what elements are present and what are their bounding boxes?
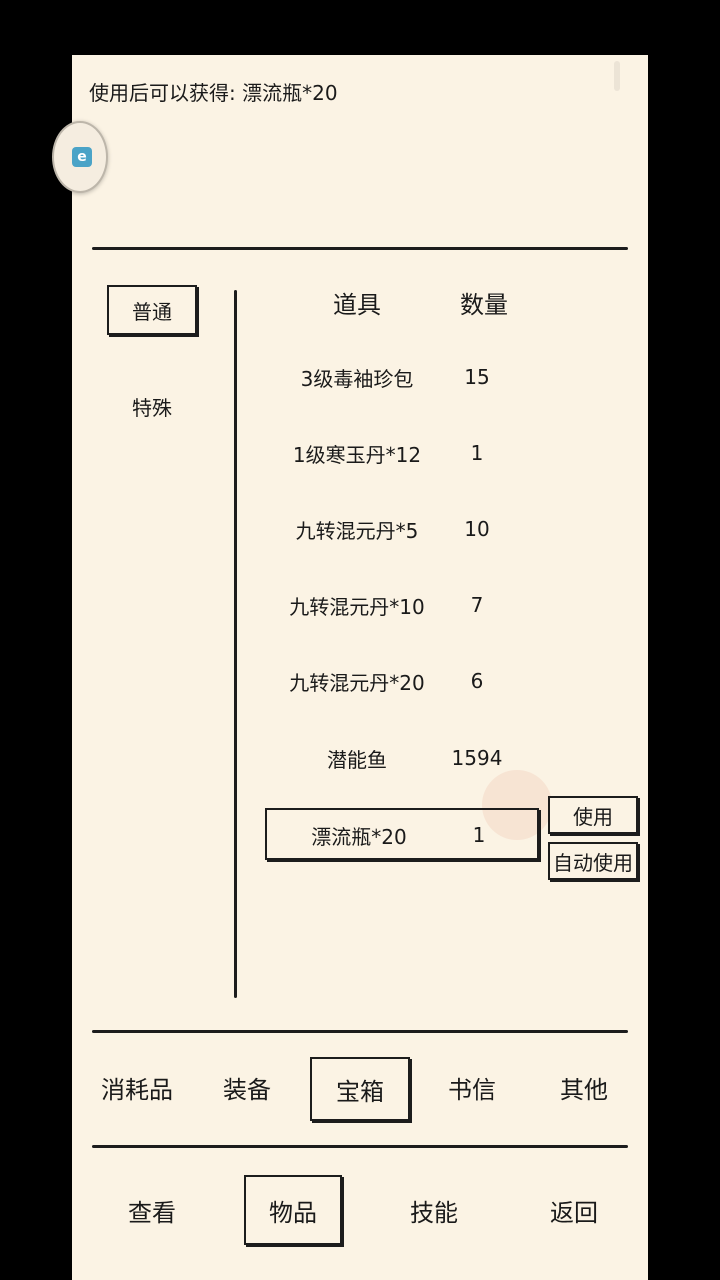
item-qty: 7 [470, 593, 484, 617]
category-label: 其他 [560, 1075, 608, 1104]
side-tab-special-label: 特殊 [132, 395, 172, 420]
item-name: 1级寒玉丹*12 [292, 443, 422, 467]
nav-back[interactable]: 返回 [534, 1175, 614, 1245]
category-tab-consumables[interactable]: 消耗品 [92, 1055, 182, 1119]
touch-ripple [482, 770, 552, 840]
side-tab-special[interactable]: 特殊 [107, 383, 197, 429]
category-label: 装备 [223, 1075, 271, 1104]
e-app-icon: e [72, 147, 92, 167]
use-button[interactable]: 使用 [548, 796, 638, 834]
list-item[interactable]: 九转混元丹*10 7 [262, 579, 542, 629]
nav-items[interactable]: 物品 [244, 1175, 342, 1245]
item-qty: 6 [470, 669, 484, 693]
nav-label: 技能 [410, 1198, 458, 1227]
list-item[interactable]: 九转混元丹*5 10 [262, 503, 542, 553]
item-qty: 1 [472, 823, 486, 847]
category-tab-letters[interactable]: 书信 [432, 1055, 512, 1119]
auto-use-button-label: 自动使用 [553, 850, 633, 875]
item-description: 使用后可以获得: 漂流瓶*20 [89, 81, 338, 105]
nav-skills[interactable]: 技能 [394, 1175, 474, 1245]
category-tab-chest[interactable]: 宝箱 [310, 1057, 410, 1121]
category-label: 书信 [448, 1075, 496, 1104]
column-header-quantity: 数量 [460, 291, 508, 319]
item-name: 九转混元丹*10 [289, 595, 425, 619]
nav-label: 物品 [269, 1198, 317, 1227]
vertical-divider [234, 290, 237, 998]
list-item[interactable]: 1级寒玉丹*12 1 [262, 427, 542, 477]
list-item-selected[interactable]: 漂流瓶*20 1 [265, 808, 539, 860]
auto-use-button[interactable]: 自动使用 [548, 842, 638, 880]
scroll-indicator [614, 61, 620, 91]
list-item[interactable]: 3级毒袖珍包 15 [262, 351, 542, 401]
nav-label: 返回 [550, 1198, 598, 1227]
nav-view[interactable]: 查看 [112, 1175, 192, 1245]
side-tab-normal-label: 普通 [132, 299, 172, 324]
category-tab-other[interactable]: 其他 [544, 1055, 624, 1119]
category-label: 宝箱 [336, 1077, 384, 1106]
item-name: 漂流瓶*20 [311, 825, 407, 849]
column-header-item: 道具 [333, 291, 381, 319]
side-tab-normal[interactable]: 普通 [107, 285, 197, 335]
game-inventory-screen: 使用后可以获得: 漂流瓶*20 e 普通 特殊 道具 数量 3级毒袖珍包 15 … [52, 55, 648, 1280]
use-button-label: 使用 [573, 804, 613, 829]
item-qty: 15 [464, 365, 490, 389]
category-divider-top [92, 1030, 628, 1033]
list-item[interactable]: 潜能鱼 1594 [262, 732, 542, 782]
item-name: 九转混元丹*5 [295, 519, 419, 543]
floating-assistant-button[interactable]: e [52, 121, 108, 193]
category-divider-bottom [92, 1145, 628, 1148]
item-qty: 1594 [451, 746, 503, 770]
item-qty: 10 [464, 517, 490, 541]
item-name: 九转混元丹*20 [289, 671, 425, 695]
top-divider [92, 247, 628, 250]
nav-label: 查看 [128, 1198, 176, 1227]
category-label: 消耗品 [101, 1075, 173, 1104]
category-tab-equipment[interactable]: 装备 [207, 1055, 287, 1119]
item-name: 3级毒袖珍包 [300, 367, 414, 391]
list-item[interactable]: 九转混元丹*20 6 [262, 655, 542, 705]
item-name: 潜能鱼 [327, 748, 387, 772]
item-qty: 1 [470, 441, 484, 465]
